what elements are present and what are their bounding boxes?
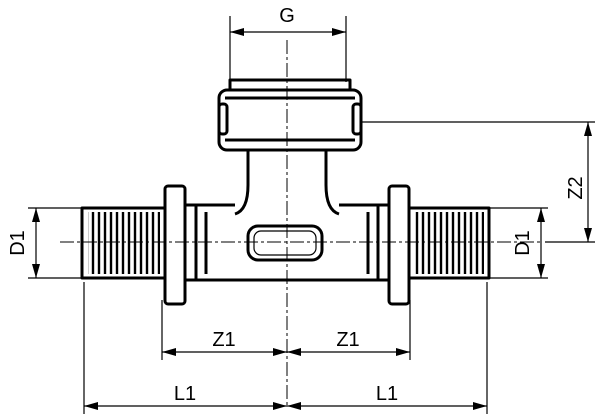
d1-left-arrow-top	[32, 208, 40, 222]
l1-left-label: L1	[174, 383, 196, 405]
z1-arrow-left-start	[162, 348, 176, 356]
z2-label: Z2	[565, 176, 587, 199]
dimension-l1: L1 L1	[83, 282, 488, 414]
g-arrow-left	[230, 28, 244, 36]
left-spigot-outline	[80, 206, 167, 280]
l1-arrow-left-start	[84, 402, 98, 410]
dimension-d1-right: D1	[487, 207, 548, 279]
d1-right-arrow-top	[537, 208, 545, 222]
inner-port-window	[246, 224, 324, 262]
threaded-cap	[217, 78, 363, 152]
z2-arrow-bottom	[584, 228, 592, 242]
g-arrow-right	[332, 28, 346, 36]
left-flange-collar	[185, 203, 196, 282]
dimension-d1-left: D1	[7, 207, 84, 279]
d1-right-arrow-bottom	[537, 264, 545, 278]
left-flange	[163, 184, 187, 306]
g-label: G	[279, 5, 295, 27]
l1-arrow-left-end	[273, 402, 287, 410]
dimension-z1: Z1 Z1	[161, 300, 411, 360]
d1-left-label: D1	[7, 230, 29, 256]
cap-left-notch	[217, 102, 229, 136]
left-ribbed-spigot	[80, 206, 167, 280]
dimension-z2: Z2	[361, 121, 595, 243]
d1-right-label: D1	[512, 230, 534, 256]
right-flange	[387, 184, 411, 306]
dimension-g: G	[229, 5, 347, 82]
right-flange-collar	[378, 203, 389, 282]
right-spigot-outline	[407, 206, 491, 280]
l1-arrow-right-end	[473, 402, 487, 410]
right-ribbed-spigot	[407, 206, 491, 280]
z1-right-label: Z1	[336, 329, 359, 351]
z1-arrow-right-start	[287, 348, 301, 356]
z1-left-label: Z1	[212, 329, 235, 351]
branch-neck	[234, 150, 340, 216]
cap-right-notch	[351, 102, 363, 136]
z2-arrow-top	[584, 122, 592, 136]
right-spigot-ribs	[414, 212, 484, 274]
z1-arrow-right-end	[396, 348, 410, 356]
main-tube	[194, 203, 380, 282]
left-spigot-ribs	[88, 212, 160, 274]
tube-inner-lines	[204, 212, 370, 274]
z1-arrow-left-end	[273, 348, 287, 356]
l1-arrow-right-start	[287, 402, 301, 410]
inner-port-window-inner	[253, 230, 317, 256]
tee-fitting	[80, 78, 491, 306]
l1-right-label: L1	[376, 383, 398, 405]
d1-left-arrow-bottom	[32, 264, 40, 278]
